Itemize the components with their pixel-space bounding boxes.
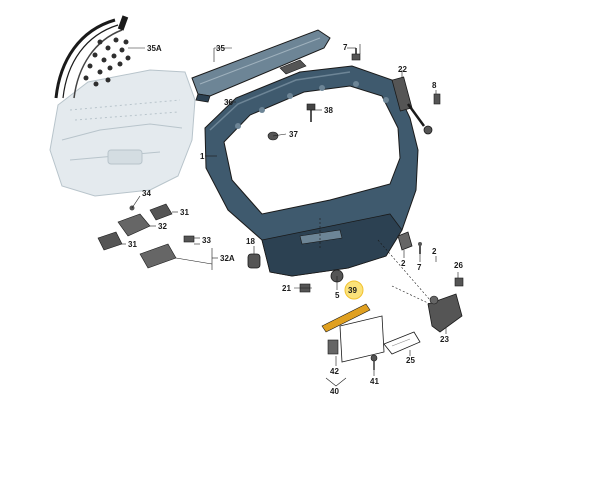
- switch-31b: [97, 231, 123, 251]
- callout-8: 8: [432, 81, 437, 90]
- callout-34: 34: [142, 189, 151, 198]
- callout-41: 41: [370, 377, 379, 386]
- sensor-33: [183, 235, 195, 243]
- callout-1: 1: [200, 152, 205, 161]
- callout-22: 22: [398, 65, 407, 74]
- callout-32: 32: [158, 222, 167, 231]
- seal-strip-35a: [54, 15, 129, 99]
- callout-38: 38: [324, 106, 333, 115]
- callout-26: 26: [454, 261, 463, 270]
- callout-33: 33: [202, 236, 211, 245]
- clips-cluster: [83, 37, 131, 87]
- bolt-7: [351, 48, 361, 61]
- callout-32a: 32A: [220, 254, 235, 263]
- callout-2: 2: [401, 259, 406, 268]
- callout-31b: 31: [128, 240, 137, 249]
- bumper-stop-18: [247, 253, 261, 269]
- bolt-8: [433, 93, 441, 105]
- bolt-7b: [418, 242, 422, 254]
- latch-23: [427, 293, 463, 333]
- leader-lines: [122, 44, 459, 387]
- callout-18: 18: [246, 237, 255, 246]
- tailgate-panel-1: [204, 65, 419, 277]
- callout-21: 21: [282, 284, 291, 293]
- ghost-vehicle-rear: [49, 69, 196, 197]
- callout-35: 35: [216, 44, 225, 53]
- callout-40: 40: [330, 387, 339, 396]
- callout-7: 7: [343, 43, 348, 52]
- lamp-32a: [139, 243, 177, 269]
- bracket-2: [397, 231, 413, 251]
- callout-31a: 31: [180, 208, 189, 217]
- plate-42: [339, 315, 385, 363]
- callout-35a: 35A: [147, 44, 162, 53]
- switch-31a: [149, 203, 173, 221]
- callout-37: 37: [289, 130, 298, 139]
- callout-7b: 7: [417, 263, 422, 272]
- callout-39: 39: [348, 286, 357, 295]
- callout-42: 42: [330, 367, 339, 376]
- clip-42: [327, 339, 339, 355]
- callout-24: 2: [432, 247, 437, 256]
- spoiler-35: [191, 29, 331, 103]
- callout-labels: 35A 35 36 1 7 22 8 38 37 18 21 5 39 2 7 …: [128, 43, 463, 396]
- highlight-ring-39: [344, 280, 364, 300]
- bracket-32: [117, 213, 151, 237]
- bolt-41: [370, 354, 378, 370]
- callout-5: 5: [335, 291, 340, 300]
- handle-25: [383, 331, 421, 355]
- callout-23: 23: [440, 335, 449, 344]
- bolt-26: [454, 277, 464, 287]
- strip-39: [321, 303, 371, 333]
- callout-36: 36: [224, 98, 233, 107]
- callout-25: 25: [406, 356, 415, 365]
- gas-strut-22: [391, 76, 433, 135]
